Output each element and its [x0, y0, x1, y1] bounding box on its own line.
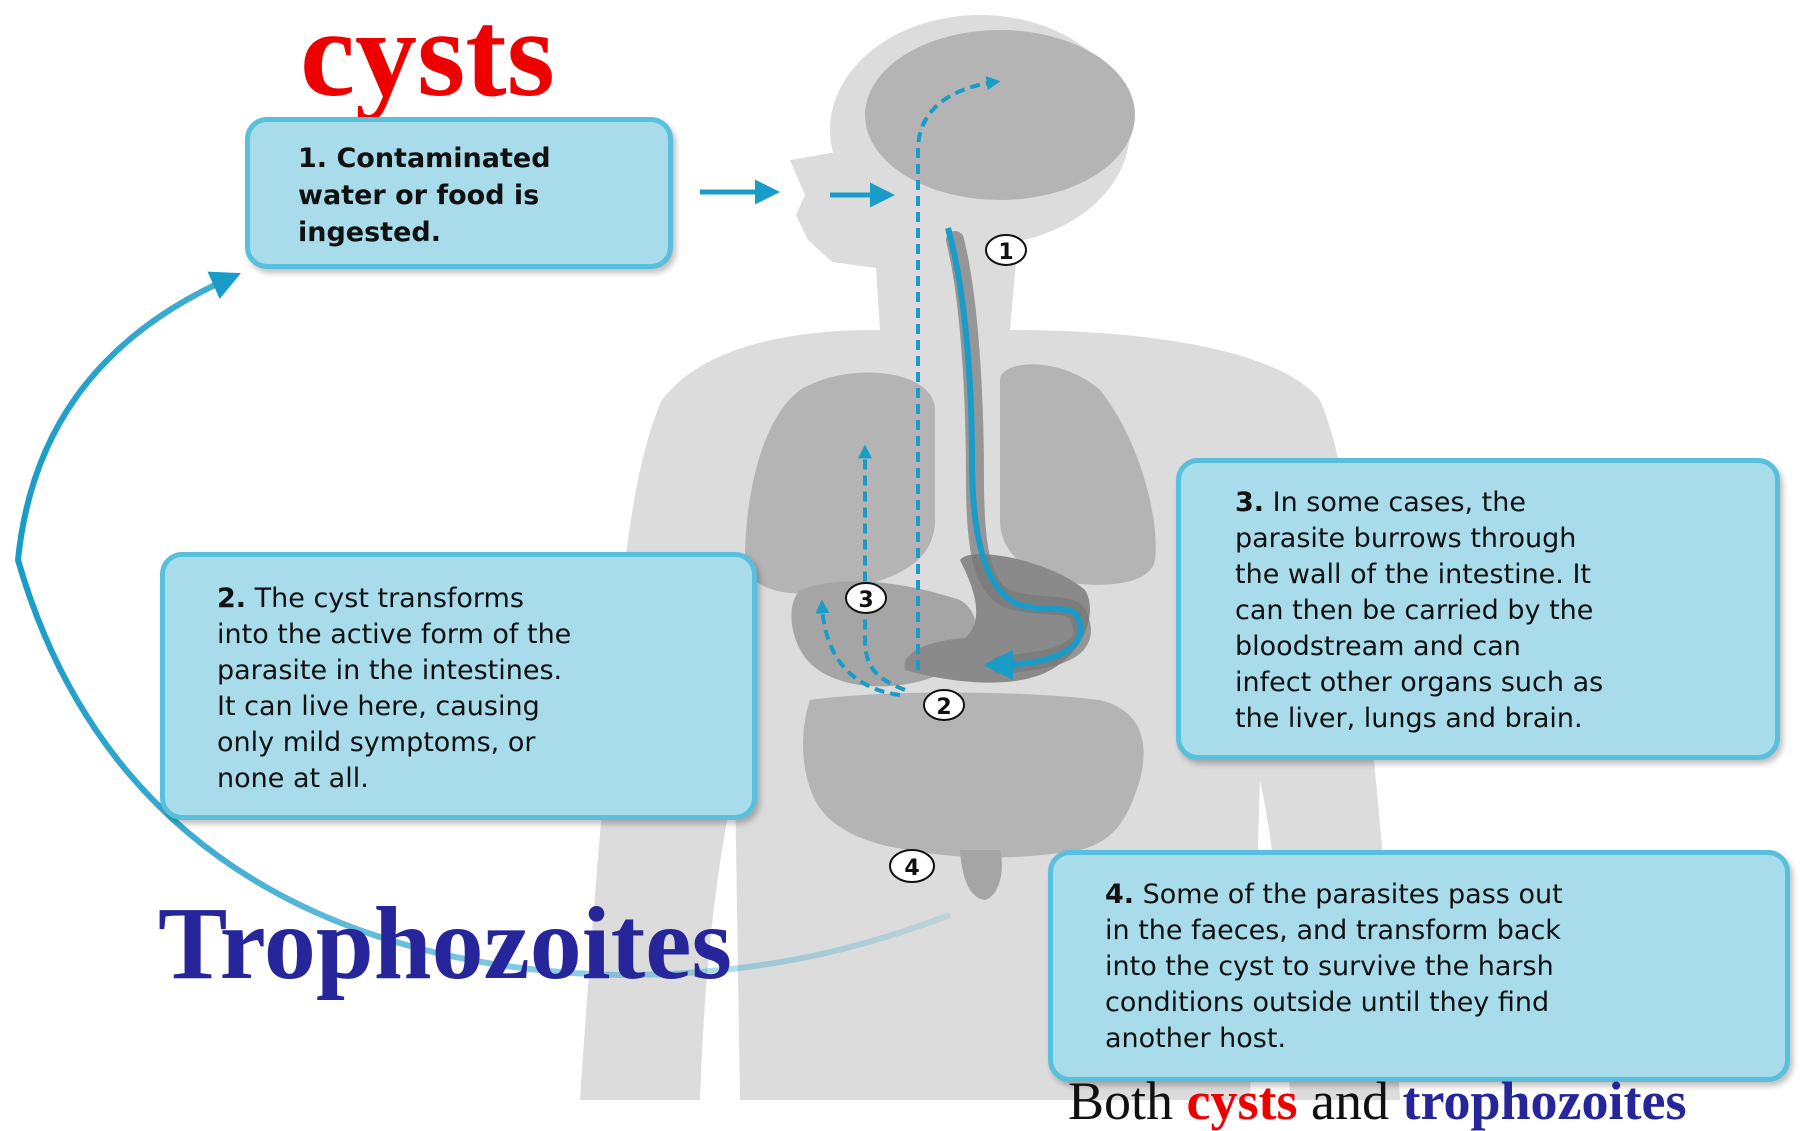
- intestines-shape: [803, 693, 1144, 858]
- step-marker-3: 3: [846, 583, 886, 613]
- step-2-text: The cyst transforms into the active form…: [217, 583, 571, 794]
- step-2-box: 2. The cyst transforms into the active f…: [160, 552, 757, 820]
- step-1-text: Contaminated water or food is ingested.: [298, 143, 551, 248]
- step-2-number: 2.: [217, 583, 246, 614]
- marker-4-label: 4: [904, 856, 919, 881]
- cysts-label: cysts: [300, 0, 555, 116]
- marker-1-label: 1: [998, 240, 1013, 265]
- step-4-box: 4. Some of the parasites pass out in the…: [1048, 850, 1790, 1082]
- marker-3-label: 3: [858, 588, 873, 613]
- step-marker-1: 1: [986, 235, 1026, 265]
- life-cycle-diagram: 1 2 3 4 cysts 1. Contaminated water or f…: [0, 0, 1804, 1100]
- caption-mid: and: [1298, 1071, 1403, 1131]
- step-4-text: Some of the parasites pass out in the fa…: [1105, 879, 1563, 1054]
- step-marker-4: 4: [890, 850, 934, 882]
- step-3-text: In some cases, the parasite burrows thro…: [1235, 487, 1603, 734]
- caption-cysts: cysts: [1187, 1071, 1298, 1131]
- brain-shape: [865, 30, 1135, 200]
- step-3-box: 3. In some cases, the parasite burrows t…: [1176, 458, 1780, 760]
- step-1-box: 1. Contaminated water or food is ingeste…: [245, 117, 673, 269]
- caption-trophozoites: trophozoites: [1402, 1071, 1686, 1131]
- bottom-caption: Both cysts and trophozoites: [1068, 1074, 1686, 1128]
- step-1-number: 1.: [298, 143, 327, 174]
- marker-2-label: 2: [936, 695, 951, 720]
- trophozoites-label: Trophozoites: [158, 892, 732, 996]
- step-3-number: 3.: [1235, 487, 1264, 518]
- step-4-number: 4.: [1105, 879, 1134, 910]
- caption-pre: Both: [1068, 1071, 1187, 1131]
- step-marker-2: 2: [924, 690, 964, 720]
